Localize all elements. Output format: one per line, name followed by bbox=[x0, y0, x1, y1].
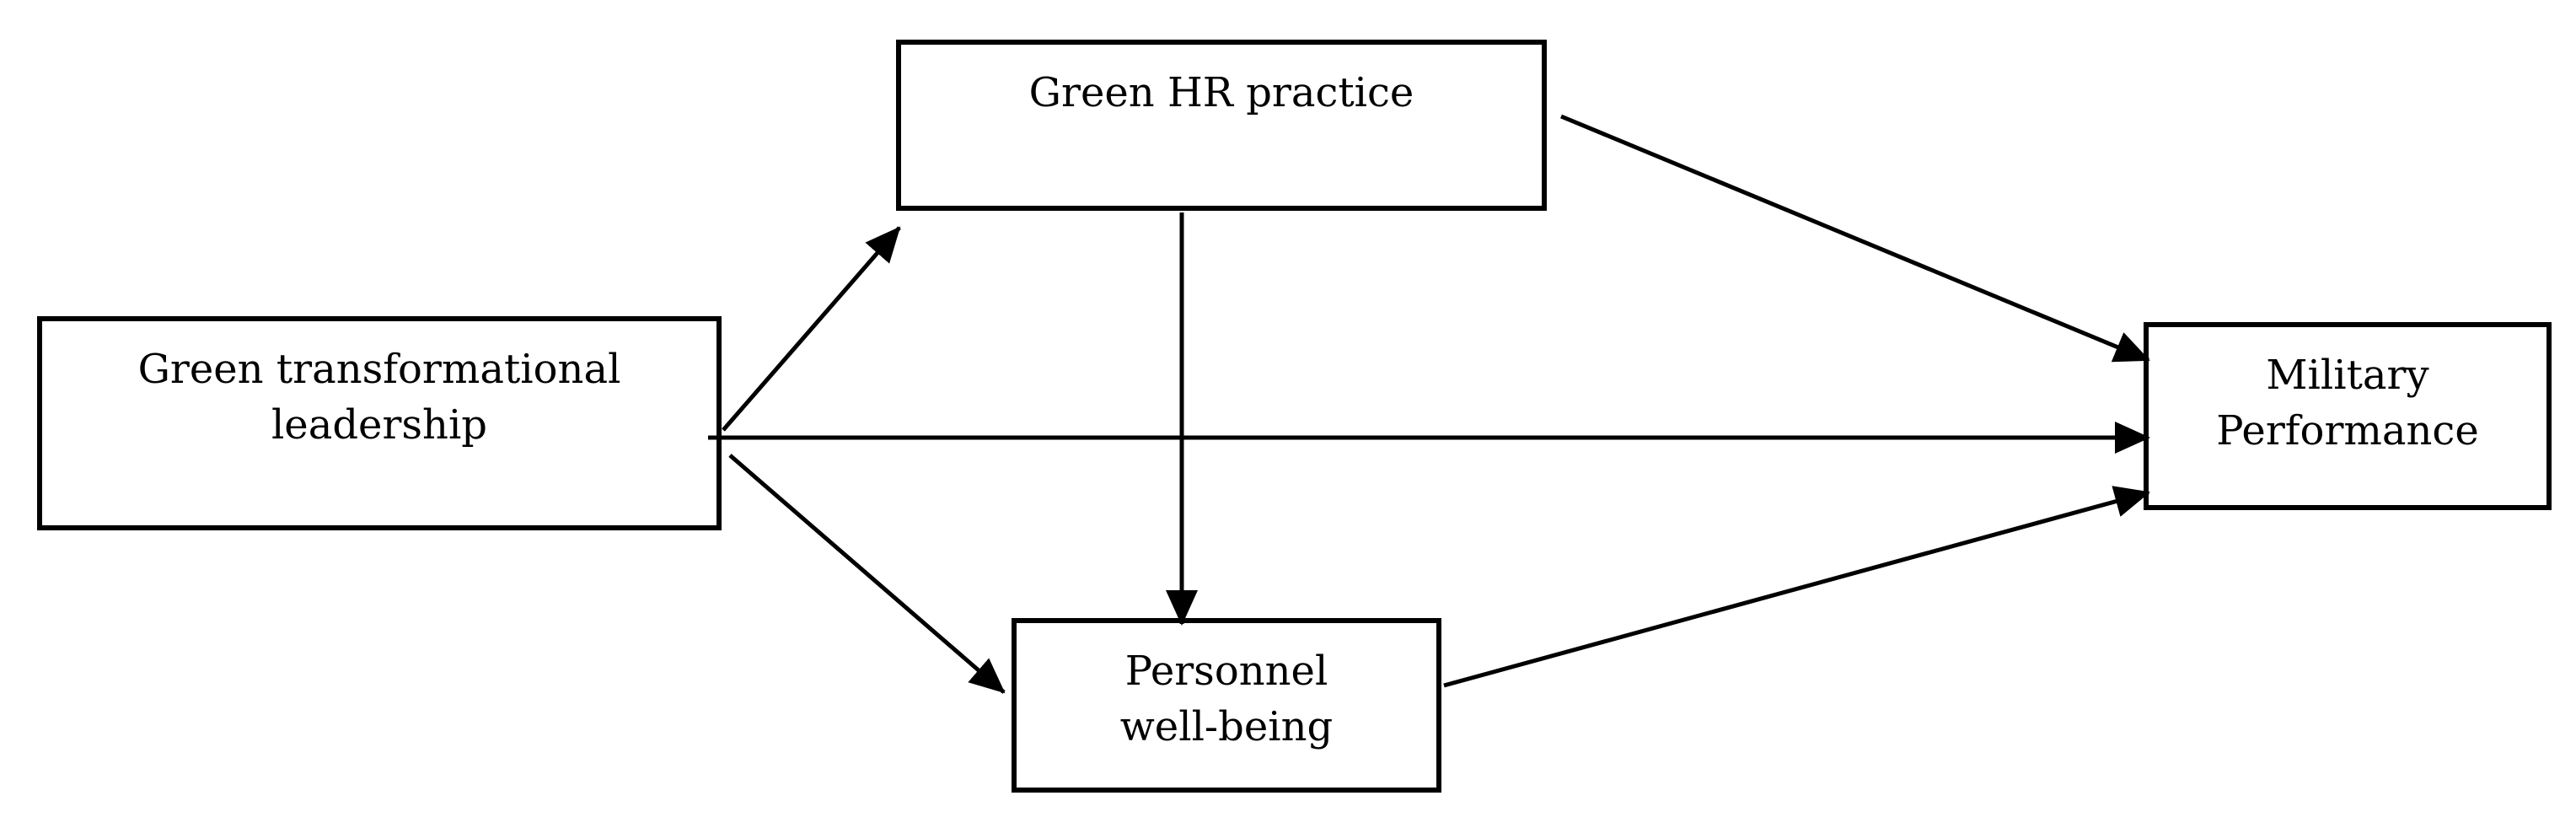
node-personnel-well-being: Personnel well-being bbox=[1012, 618, 1441, 793]
node-military-performance: Military Performance bbox=[2144, 322, 2552, 510]
node-label-line: Performance bbox=[2216, 407, 2479, 454]
node-label-line: well-being bbox=[1119, 703, 1334, 750]
edge-green-hr-practice-to-military-performance bbox=[1560, 114, 2150, 363]
node-green-transformational-leadership: Green transformational leadership bbox=[37, 316, 722, 530]
node-green-hr-practice: Green HR practice bbox=[896, 40, 1547, 211]
node-label-line: Green transformational bbox=[137, 346, 621, 393]
edge-green-transformational-leadership-to-green-hr-practice bbox=[722, 226, 901, 432]
edge-green-transformational-leadership-to-personnel-well-being bbox=[728, 454, 1006, 694]
node-label-line: Military bbox=[2266, 352, 2429, 399]
node-label-line: leadership bbox=[271, 401, 488, 449]
edge-personnel-well-being-to-military-performance bbox=[1443, 486, 2150, 688]
node-label-line: Personnel bbox=[1124, 648, 1328, 695]
node-label-line: Green HR practice bbox=[1028, 69, 1414, 116]
